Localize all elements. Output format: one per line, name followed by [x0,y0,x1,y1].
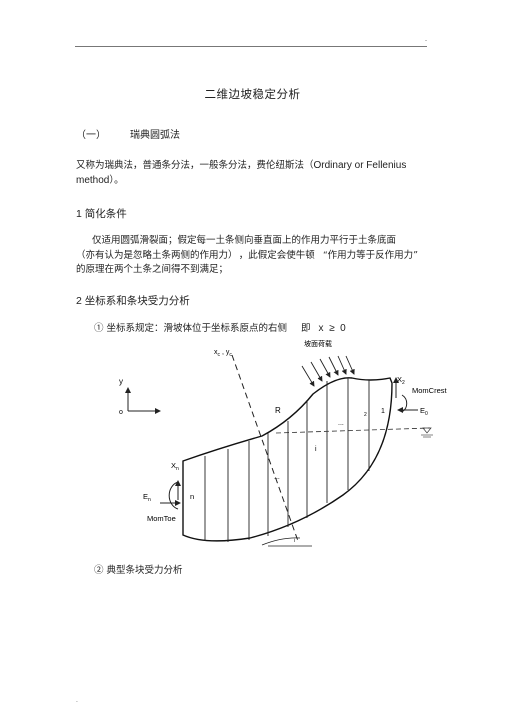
section2-line2: （亦有认为是忽略土条两侧的作用力） ，此假定会使牛顿 “作用力等于反作用力” [76,249,418,263]
page-title: 二维边坡稳定分析 [204,87,301,101]
mom-toe-label: MomToe [147,514,176,523]
axis-o-label: o [119,409,123,416]
section1-heading: 瑞典圆弧法 [130,130,180,141]
section1-para-cn2: ）。 [109,175,124,186]
section3-item1-math: x ≥ 0 [318,323,346,334]
section3-item2: ② 典型条块受力分析 [94,565,183,576]
dots-upper: ... [338,420,344,427]
en-label: En [143,492,151,503]
header-rule [75,46,427,47]
water-level-symbol [422,427,432,434]
section1-paragraph-line2: method）。 [76,174,124,188]
water-table-line [275,427,431,434]
surface-load-label: 坡面荷载 [304,339,332,348]
section2-heading: 1 简化条件 [76,208,127,220]
surface-load-arrows [301,355,355,387]
slice-2-label: 2 [364,412,367,418]
radius-label: R [275,406,281,415]
toe-moment-arc [168,481,179,510]
crest-moment-arc [401,394,408,413]
sliding-mass-outline [182,377,393,542]
base-angle-arc [261,537,301,546]
slice-lines [204,378,370,542]
axis-y-label: y [119,377,123,386]
section2-line2-quote: “作用力等于反作用力” [322,250,418,261]
section2-line1: 仅适用圆弧滑裂面；假定每一土条侧向垂直面上的作用力平行于土条底面 [92,235,397,246]
section3-heading: 2 坐标系和条块受力分析 [76,295,190,307]
section2-line3: 的原理在两个土条之间得不到满足； [76,264,229,275]
x2-label: X2 [397,375,405,386]
header-mark: - [425,37,428,44]
angle-label: i [294,538,295,544]
xn-label: Xn [171,461,179,472]
mom-crest-label: MomCrest [412,386,448,395]
footer-mark: . [76,697,78,704]
e0-label: E0 [420,406,428,417]
slice-n-label: n [190,492,194,501]
section1-para-en2: method [76,175,110,186]
section3-item1-prefix: 即 [301,323,311,334]
section3-item1: ① 坐标系规定：滑坡体位于坐标系原点的右侧 即 x ≥ 0 [94,322,346,336]
section1-number: （一） [76,130,106,141]
section1-para-cn: 又称为瑞典法，普通条分法，一般条分法，费伦纽斯法（ [76,160,314,171]
slice-1-label: 1 [381,408,385,415]
slice-i-label: i [315,446,317,453]
section2-line2-part2: ，此假定会使牛顿 [238,250,315,261]
section1-paragraph-line1: 又称为瑞典法，普通条分法，一般条分法，费伦纽斯法（Ordinary or Fel… [76,159,406,173]
section3-item1-text: ① 坐标系规定：滑坡体位于坐标系原点的右侧 [94,323,288,334]
dots-lower: ... [274,474,280,481]
section2-line2-part1: （亦有认为是忽略土条两侧的作用力） [76,250,233,261]
center-label: xc , yc [214,349,232,358]
section1-para-en: Ordinary or Fellenius [313,160,407,171]
radius-line [231,354,299,542]
